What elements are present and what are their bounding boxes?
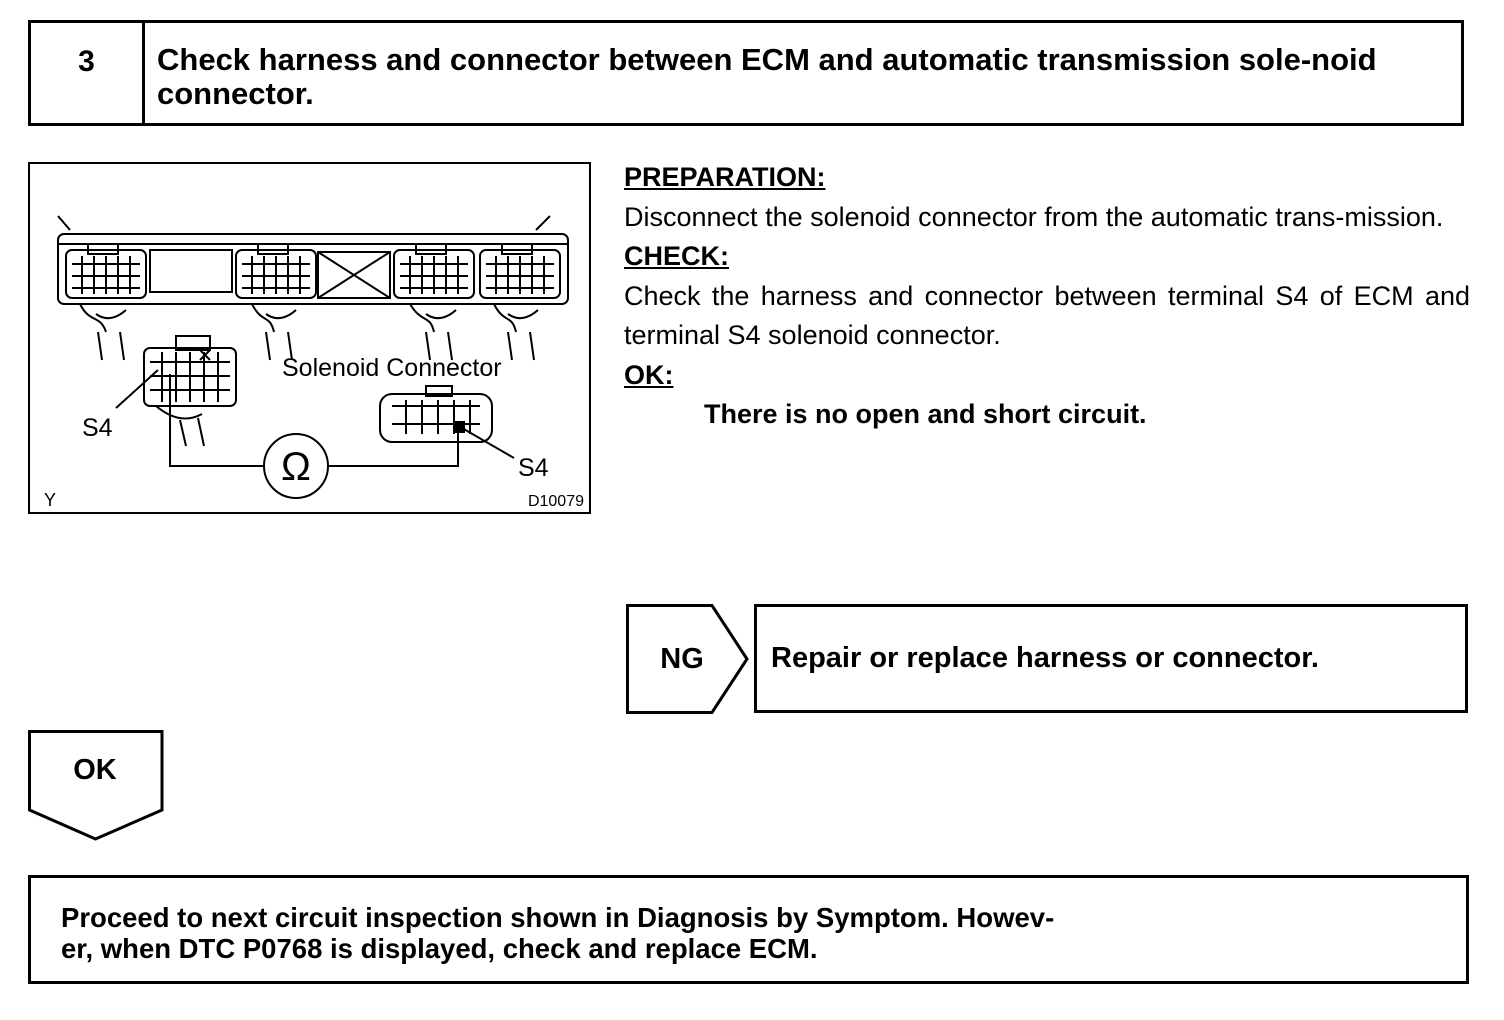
ecm-harness-connector: [143, 335, 237, 447]
ok-label: OK: [73, 754, 117, 786]
wire-bundle-1: [79, 303, 127, 361]
ok-criteria-text: There is no open and short circuit.: [704, 399, 1147, 429]
ok-arrow-shape: [28, 730, 164, 841]
test-lead-right: [328, 426, 459, 467]
preparation-heading: PREPARATION:: [624, 162, 826, 192]
final-action-line-1: Proceed to next circuit inspection shown…: [61, 902, 1055, 933]
solenoid-connector-label: Solenoid Connector: [282, 354, 502, 382]
step-number: 3: [31, 23, 145, 123]
preparation-text: Disconnect the solenoid connector from t…: [624, 201, 1444, 232]
test-lead-left: [169, 374, 264, 467]
ecm-connector-1: [65, 243, 147, 299]
ng-label: NG: [660, 642, 704, 675]
ecm-s4-label: S4: [82, 414, 113, 442]
ng-arrow-shape: [626, 604, 749, 714]
solenoid-s4-leader: [461, 427, 515, 459]
wire-bundle-3: [409, 303, 457, 361]
wiring-diagram-illustration: Ω Solenoid Connector S4 S4 Y D10079: [44, 215, 584, 510]
ecm-connector-2: [235, 243, 317, 299]
wire-bundle-4: [493, 303, 539, 361]
final-action-box: Proceed to next circuit inspection shown…: [28, 875, 1469, 984]
corner-code: Y: [44, 490, 56, 510]
ng-branch-tag: NG: [626, 604, 750, 714]
ok-branch-tag: OK: [28, 730, 166, 842]
check-heading: CHECK:: [624, 241, 729, 271]
instructions-block: PREPARATION: Disconnect the solenoid con…: [624, 158, 1470, 435]
step-title: Check harness and connector between ECM …: [157, 42, 1377, 111]
figure-id: D10079: [528, 493, 584, 510]
check-text: Check the harness and connector between …: [624, 280, 1470, 351]
solenoid-connector: [379, 385, 493, 443]
ohm-symbol: Ω: [281, 445, 311, 489]
ng-action-box: Repair or replace harness or connector.: [754, 604, 1468, 713]
wire-bundle-2: [251, 303, 297, 361]
ecm-connector-3: [393, 243, 475, 299]
wiring-diagram-figure: Ω Solenoid Connector S4 S4 Y D10079: [28, 162, 591, 514]
ecm-housing-outline: [57, 215, 551, 231]
ecm-label-plate: [149, 249, 233, 293]
ok-criteria-heading: OK:: [624, 359, 674, 390]
ecm-housing: [57, 233, 569, 305]
ecm-s4-leader: [115, 369, 159, 409]
final-action-line-2: er, when DTC P0768 is displayed, check a…: [61, 933, 818, 964]
solenoid-s4-label: S4: [518, 454, 549, 482]
ecm-connector-4: [479, 243, 561, 299]
step-header: 3 Check harness and connector between EC…: [28, 20, 1464, 126]
ecm-blank-socket: [317, 251, 391, 299]
